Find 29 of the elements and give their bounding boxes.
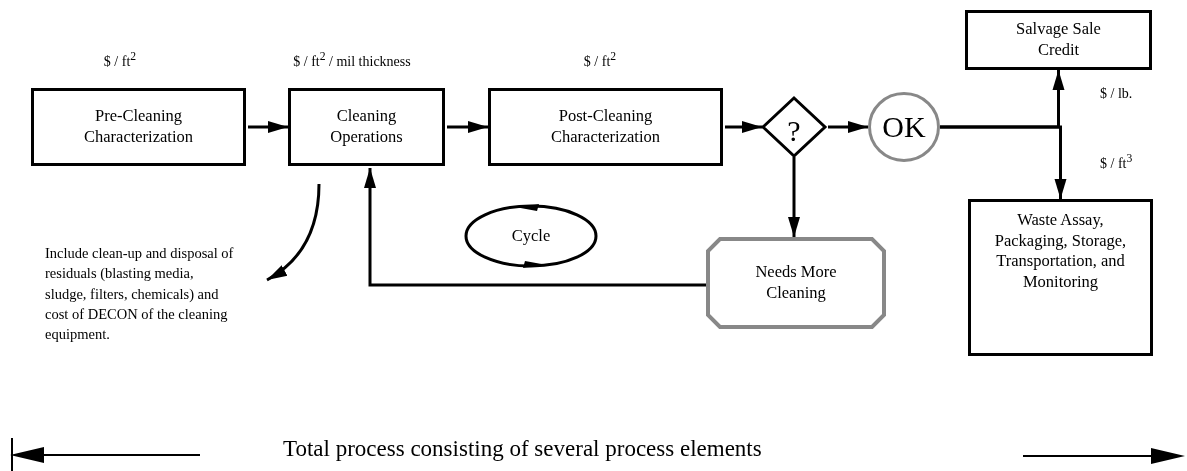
node-label: Post-Cleaning Characterization [550, 106, 661, 148]
node-label: Waste Assay, Packaging, Storage, Transportation, and Monitoring [993, 210, 1128, 293]
process-box [968, 199, 1153, 356]
process-box [288, 88, 445, 166]
node-label: Salvage Sale Credit [1015, 19, 1102, 61]
caption-text: Total process consisting of several process elements [283, 436, 762, 462]
node-label: Pre-Cleaning Characterization [83, 106, 194, 148]
node-label: OK [882, 109, 926, 146]
process-box [31, 88, 246, 166]
arrow [940, 125, 1067, 199]
arrow [364, 168, 706, 287]
node-label: Needs More Cleaning [754, 262, 838, 304]
edge-label: $ / lb. [1098, 86, 1135, 102]
arrow [828, 121, 868, 133]
node-label: ? [787, 113, 801, 150]
arrow [266, 183, 321, 282]
arrow [447, 121, 488, 133]
cost-label: $ / ft$^{2}$ / mil thickness [292, 50, 412, 70]
arrow [248, 121, 288, 133]
node-label: Cleaning Operations [329, 106, 404, 148]
process-box [488, 88, 723, 166]
process-box [965, 10, 1152, 70]
node-label: Cycle [511, 225, 551, 247]
cost-label: $ / ft$^{2}$ [102, 50, 138, 70]
edge-label: $ / ft$^{3}$ [1098, 152, 1135, 172]
cost-label: $ / ft$^{2}$ [582, 50, 618, 70]
arrow [788, 157, 800, 237]
note-text: Include clean-up and disposal of residuals (blasting media, sludge, filters, chemicals) and cost of DECON of the cleaning equipment. [45, 244, 235, 345]
arrow [725, 121, 762, 133]
